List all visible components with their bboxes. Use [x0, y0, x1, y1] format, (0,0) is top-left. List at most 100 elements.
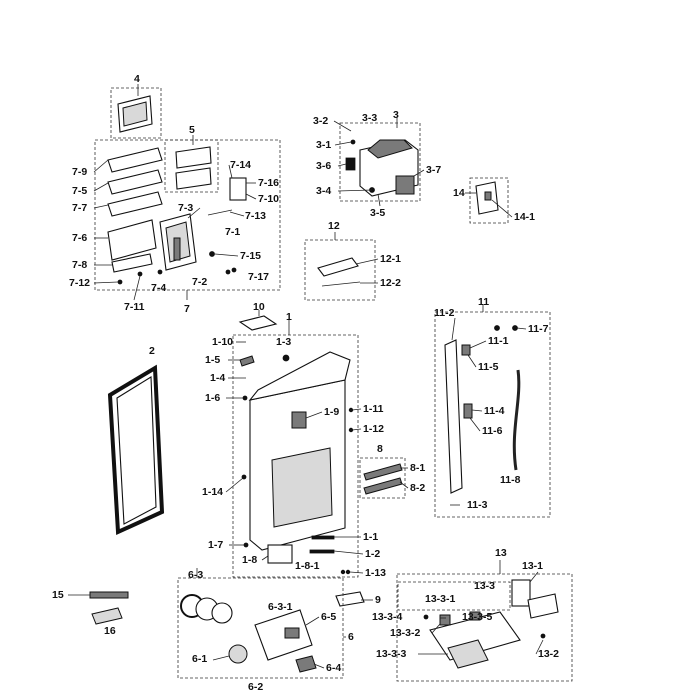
label-13-2: 13-2: [538, 648, 559, 660]
part-14-1-clip: [484, 191, 492, 201]
label-3-5: 3-5: [370, 207, 385, 219]
part-group-1: [232, 320, 359, 578]
label-1: 1: [286, 311, 292, 323]
label-5: 5: [189, 124, 195, 136]
label-1-3: 1-3: [276, 336, 291, 348]
part-1-door-top: [248, 351, 351, 401]
label-1-14: 1-14: [202, 486, 223, 498]
label-7-13: 7-13: [245, 210, 266, 222]
part-group-14: [469, 177, 509, 224]
label-7-4: 7-4: [151, 282, 166, 294]
label-6-3-1: 6-3-1: [268, 601, 293, 613]
label-13-3-1: 13-3-1: [425, 593, 456, 605]
label-3-6: 3-6: [316, 160, 331, 172]
label-6-1: 6-1: [192, 653, 207, 665]
label-2: 2: [149, 345, 155, 357]
label-7-2: 7-2: [192, 276, 207, 288]
part-10-cap: [238, 315, 278, 331]
label-11: 11: [478, 296, 489, 308]
label-12-2: 12-2: [380, 277, 401, 289]
part-1-8-lever: [267, 544, 293, 564]
group-13-3-frame: [397, 581, 511, 611]
label-7-15: 7-15: [240, 250, 261, 262]
callout-labels: 4 5 7-9 7-5 7-7 7-6 7-8 7-12 7-11 7-4 7 …: [52, 73, 559, 693]
label-11-3: 11-3: [467, 499, 488, 511]
part-7-6-bin: [107, 219, 157, 261]
label-7-17: 7-17: [248, 271, 269, 283]
label-11-8: 11-8: [500, 474, 521, 486]
part-11-hinge-bar: [444, 339, 463, 494]
label-7-7: 7-7: [72, 202, 87, 214]
label-7-8: 7-8: [72, 259, 87, 271]
label-13-1: 13-1: [522, 560, 543, 572]
part-11-1-clip: [461, 344, 471, 356]
group-14-frame: [469, 177, 509, 224]
part-7-10-switch: [229, 177, 247, 201]
part-13-1-cover: [511, 579, 531, 607]
part-3-7-motor: [395, 175, 415, 195]
label-7-12: 7-12: [69, 277, 90, 289]
group-3-frame: [339, 122, 421, 202]
label-7-3: 7-3: [178, 202, 193, 214]
part-2-gasket-inner: [116, 376, 157, 525]
label-9: 9: [375, 594, 381, 606]
label-16: 16: [104, 625, 116, 637]
part-15-tube: [89, 591, 129, 599]
label-11-2: 11-2: [434, 307, 455, 319]
part-12-1-plate: [317, 257, 359, 277]
part-6-5-part: [284, 627, 300, 639]
part-7-5-shelf: [107, 169, 163, 195]
label-13-3-3: 13-3-3: [376, 648, 407, 660]
label-1-10: 1-10: [212, 336, 233, 348]
part-13-2-bracket: [527, 593, 559, 619]
part-11-8-cable: [512, 369, 521, 471]
label-7: 7: [184, 303, 190, 315]
part-13-3-3-motor: [447, 639, 489, 669]
label-4: 4: [134, 73, 140, 85]
label-7-16: 7-16: [258, 177, 279, 189]
part-3-6-sensor: [345, 157, 356, 171]
label-7-5: 7-5: [72, 185, 87, 197]
part-5-upper-bin: [175, 146, 212, 169]
label-14-1: 14-1: [514, 211, 535, 223]
label-14: 14: [453, 187, 465, 199]
label-6-4: 6-4: [326, 662, 341, 674]
part-group-7: [94, 139, 281, 300]
part-7-9-shelf: [107, 147, 163, 173]
label-3-4: 3-4: [316, 185, 331, 197]
label-8-2: 8-2: [410, 482, 425, 494]
part-7-7-shelf: [107, 191, 163, 217]
label-1-5: 1-5: [205, 354, 220, 366]
group-12-frame: [304, 239, 376, 301]
part-group-5: [164, 135, 219, 193]
part-1-dispenser-recess: [271, 447, 333, 528]
part-group-11: [434, 305, 551, 518]
group-13-frame: [396, 573, 573, 682]
part-group-6: [177, 568, 344, 679]
part-7-8-strip: [111, 253, 153, 273]
label-1-2: 1-2: [365, 548, 380, 560]
label-7-1: 7-1: [225, 226, 240, 238]
part-6-4-part: [295, 655, 317, 673]
label-1-7: 1-7: [208, 539, 223, 551]
part-15-16: [89, 591, 129, 625]
part-16-board: [91, 607, 123, 625]
label-3: 3: [393, 109, 399, 121]
label-12-1: 12-1: [380, 253, 401, 265]
label-7-11: 7-11: [124, 301, 145, 313]
label-8-1: 8-1: [410, 462, 425, 474]
label-12: 12: [328, 220, 340, 232]
part-group-8: [359, 457, 406, 499]
label-1-12: 1-12: [363, 423, 384, 435]
part-8-2-strip: [363, 477, 403, 495]
group-1-frame: [232, 334, 359, 578]
part-2-gasket: [107, 364, 165, 536]
label-6-5: 6-5: [321, 611, 336, 623]
part-group-13: [396, 560, 573, 682]
label-3-3: 3-3: [362, 112, 377, 124]
label-15: 15: [52, 589, 64, 601]
label-11-4: 11-4: [484, 405, 505, 417]
label-1-9: 1-9: [324, 406, 339, 418]
part-13-3-2-block: [439, 614, 451, 626]
